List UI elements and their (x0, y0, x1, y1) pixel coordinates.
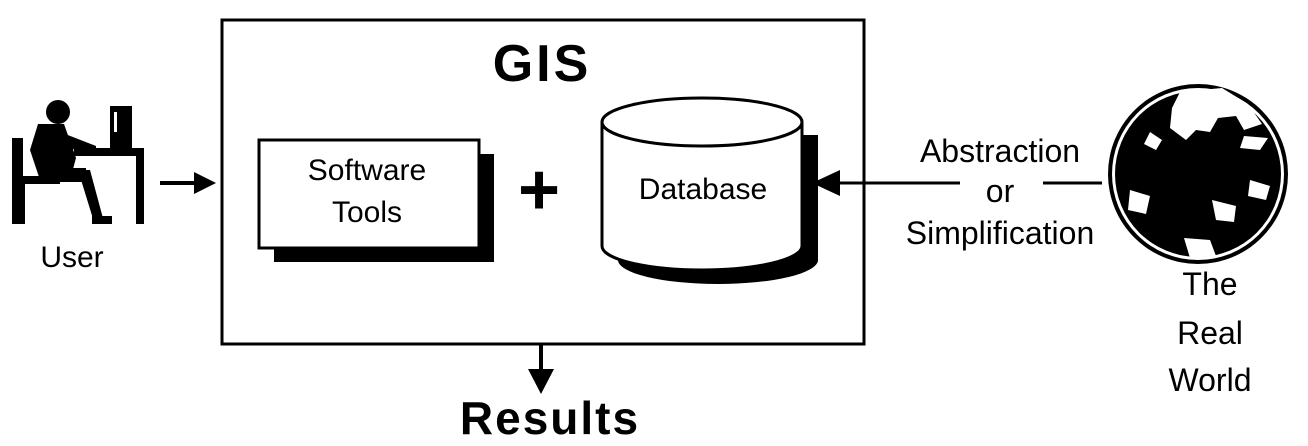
results-label: Results (459, 392, 641, 444)
abstraction-label-line2: or (985, 173, 1015, 209)
plus-sign: + (517, 150, 561, 230)
abstraction-label-line1: Abstraction (919, 133, 1081, 169)
user-at-computer-icon (12, 100, 144, 224)
real-world-label-line3: World (1168, 362, 1252, 398)
user-label: User (40, 241, 104, 274)
abstraction-label-line3: Simplification (905, 215, 1095, 251)
real-world-label-line1: The (1182, 266, 1238, 302)
gis-to-results-arrow (528, 344, 554, 394)
software-tools-label-line2: Tools (331, 196, 403, 229)
user-to-gis-arrow (160, 172, 216, 194)
software-tools-box (257, 138, 494, 262)
software-tools-label-line1: Software (307, 154, 427, 187)
globe-icon (1108, 84, 1288, 264)
database-cylinder (600, 96, 818, 284)
database-label: Database (638, 173, 768, 206)
real-world-label-line2: Real (1177, 315, 1243, 351)
gis-title: GIS (492, 35, 592, 93)
world-to-database-arrow (812, 170, 1102, 196)
